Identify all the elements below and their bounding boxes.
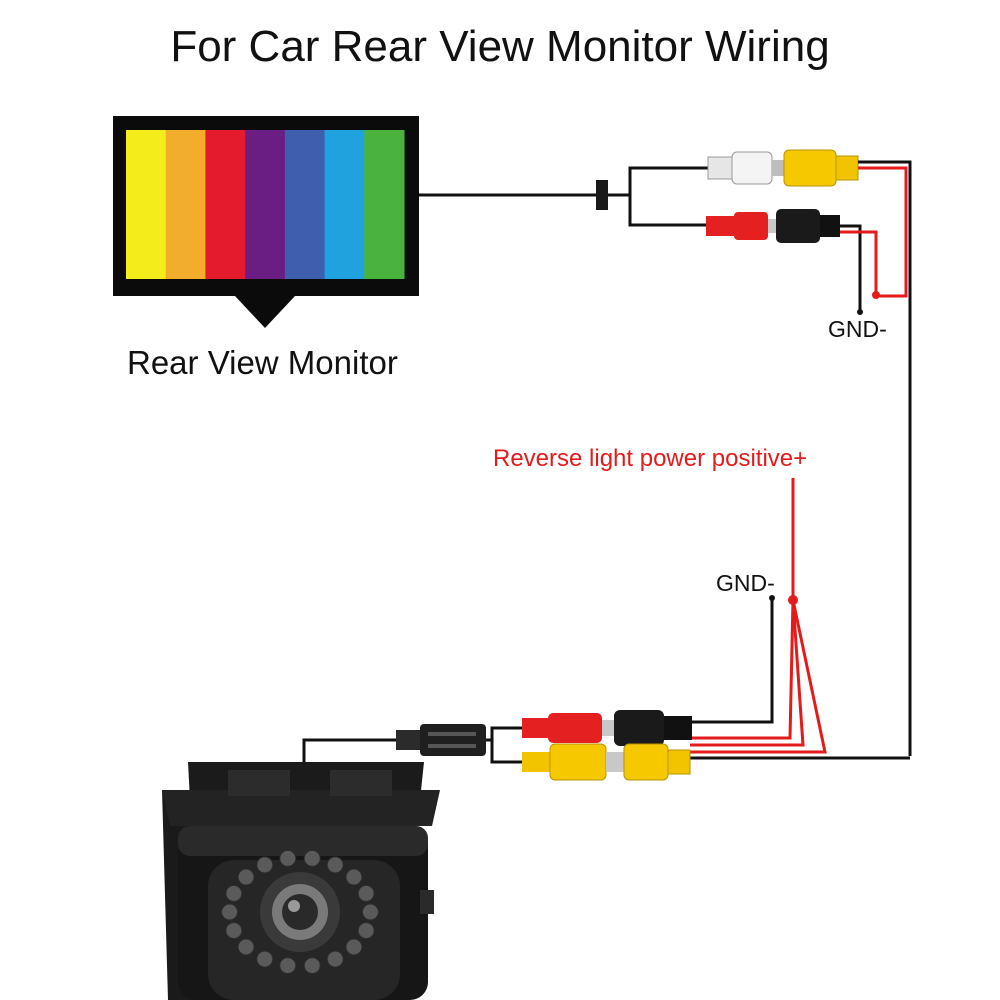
monitor-label: Rear View Monitor: [127, 344, 398, 381]
ir-led: [225, 884, 243, 902]
gnd-bottom-terminal: [769, 595, 775, 601]
camera-hood: [178, 826, 428, 856]
color-bar: [126, 130, 167, 279]
top-wiring: [840, 160, 912, 756]
ir-led: [326, 950, 344, 968]
gnd-top-junction: [872, 291, 880, 299]
ir-led-ring: [221, 849, 379, 975]
ir-led: [303, 957, 321, 975]
ir-led: [256, 856, 274, 874]
camera-red-rca-plug: [522, 713, 616, 743]
color-bar: [165, 130, 206, 279]
yellow-rca-connector: [783, 149, 859, 187]
ir-led: [256, 950, 274, 968]
reverse-power-wiring: [690, 478, 827, 754]
camera-yellow-rca-socket: [623, 743, 691, 781]
ir-led: [345, 868, 363, 886]
color-bar: [324, 130, 365, 279]
diagram-title: For Car Rear View Monitor Wiring: [170, 22, 830, 71]
camera-black-power-connector: [614, 710, 692, 746]
monitor-color-bars: [126, 130, 405, 279]
color-bar: [364, 130, 405, 279]
red-rca-plug: [706, 212, 778, 240]
monitor-cable: [419, 166, 712, 227]
color-bar: [205, 130, 246, 279]
backup-camera: [162, 762, 440, 1000]
reverse-power-junction: [788, 595, 798, 605]
camera-inline-connector: [396, 724, 486, 756]
monitor-stand: [235, 296, 295, 328]
ir-led: [237, 868, 255, 886]
reverse-power-label: Reverse light power positive+: [493, 445, 808, 472]
ir-led: [225, 922, 243, 940]
ir-led: [361, 903, 379, 921]
color-bar: [284, 130, 326, 279]
ir-led: [237, 938, 255, 956]
ir-led: [357, 922, 375, 940]
ir-led: [221, 903, 239, 921]
white-rca-plug: [707, 151, 786, 185]
ir-led: [326, 856, 344, 874]
ir-led: [357, 884, 375, 902]
black-rca-connector: [776, 209, 840, 243]
gnd-label-top: GND-: [828, 316, 887, 342]
gnd-label-bottom: GND-: [716, 570, 775, 596]
camera-yellow-rca-plug: [522, 743, 626, 781]
ir-led: [345, 938, 363, 956]
rear-view-monitor: [113, 116, 419, 328]
gnd-top-terminal: [857, 309, 863, 315]
cable-splitter: [596, 180, 608, 210]
color-bar: [245, 130, 286, 279]
ir-led: [279, 849, 297, 867]
ir-led: [279, 957, 297, 975]
ir-led: [303, 849, 321, 867]
